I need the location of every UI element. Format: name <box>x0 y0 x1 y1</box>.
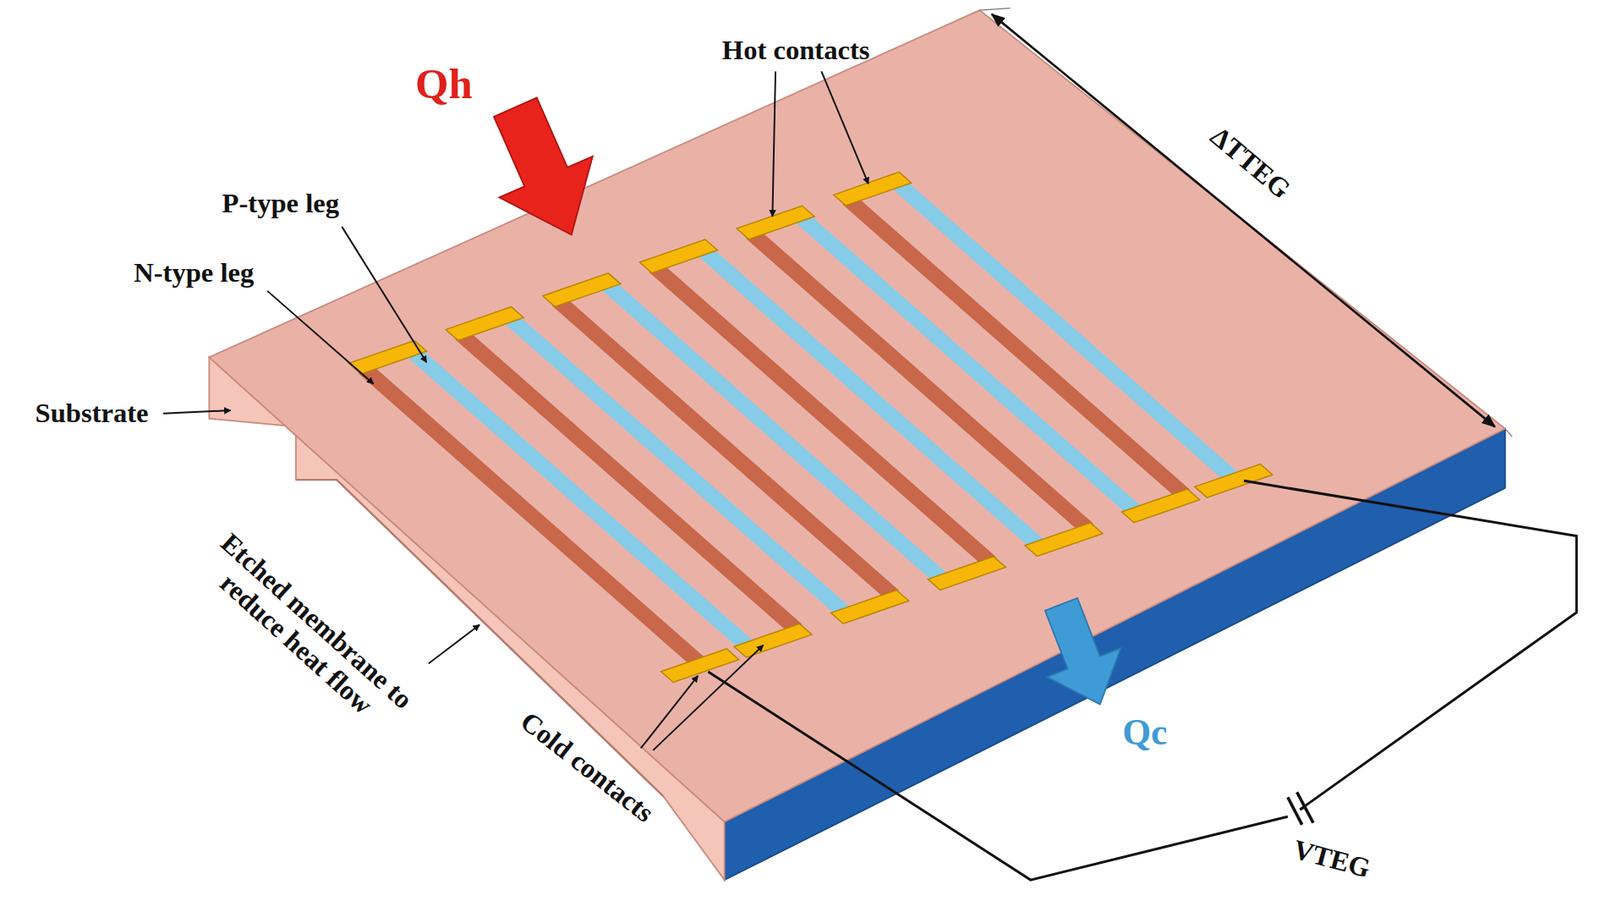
thermo-leg <box>411 350 749 647</box>
metal-contact <box>1122 488 1200 523</box>
thermo-leg <box>800 216 1137 513</box>
part-label: Qh <box>415 60 473 108</box>
part-label: Etched membrane to reduce heat flow <box>192 526 420 740</box>
heat-in-arrow <box>493 98 593 236</box>
cell-plate <box>1287 796 1303 825</box>
part-label: Qc <box>1122 712 1168 753</box>
leader-line <box>428 624 480 664</box>
part-label: P-type leg <box>222 188 340 220</box>
thermo-leg <box>653 266 991 563</box>
metal-contact <box>1194 463 1273 498</box>
cell-plate <box>1297 791 1314 822</box>
part-label: ΔTTEG <box>1204 121 1296 206</box>
part-label: N-type leg <box>133 257 254 289</box>
metal-contact <box>831 590 910 625</box>
metal-contact <box>349 339 428 374</box>
leader-line <box>163 410 231 414</box>
thermo-leg <box>557 300 894 597</box>
leader-line <box>772 71 776 216</box>
dimension-line <box>991 14 1496 427</box>
thermo-leg <box>606 283 943 580</box>
metal-contact <box>542 273 621 307</box>
part-label: Substrate <box>35 398 149 429</box>
thermo-leg <box>509 317 846 614</box>
thermo-leg <box>363 367 701 664</box>
wire <box>1299 805 1306 810</box>
heat-out-arrow <box>1045 597 1122 705</box>
metal-contact <box>1024 522 1103 557</box>
thermo-leg <box>897 182 1234 479</box>
part-label: VTEG <box>1289 834 1373 885</box>
leader-line <box>341 226 427 362</box>
thermo-leg <box>702 250 1040 547</box>
thermo-leg <box>460 334 797 631</box>
leader-line <box>641 675 699 749</box>
wire <box>707 671 1288 880</box>
wire <box>1243 480 1577 810</box>
metal-contact <box>736 205 815 240</box>
part-label: Hot contacts <box>722 35 871 66</box>
metal-contact <box>833 171 912 206</box>
metal-contact <box>927 556 1006 591</box>
thermo-leg <box>848 198 1185 495</box>
leader-line <box>652 645 763 751</box>
metal-contact <box>734 623 812 658</box>
leader-line <box>821 71 869 184</box>
leader-line <box>267 290 373 384</box>
metal-contact <box>445 306 524 341</box>
thermo-leg <box>750 232 1088 529</box>
extension-line <box>979 8 1010 11</box>
metal-contact <box>661 648 740 683</box>
extension-line <box>1505 428 1513 438</box>
metal-contact <box>639 239 718 274</box>
